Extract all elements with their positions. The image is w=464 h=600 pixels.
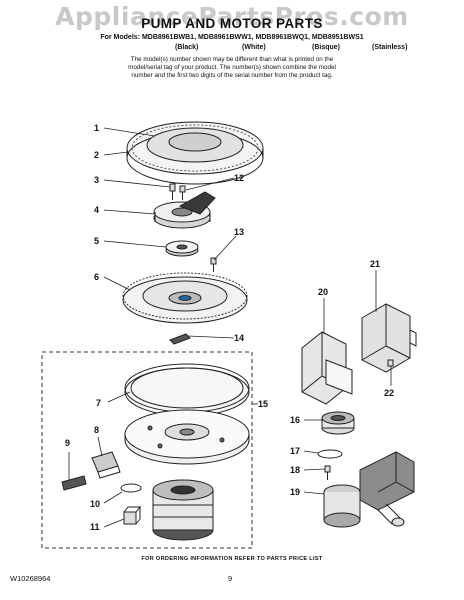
callout-1: 1 <box>94 123 99 133</box>
part-drain-pump-19 <box>323 451 415 528</box>
part-bracket-8 <box>91 451 121 479</box>
part-screw-18 <box>324 465 331 480</box>
callout-12: 12 <box>234 173 244 183</box>
color-white: (White) <box>242 44 266 51</box>
part-screw-22 <box>387 359 394 367</box>
callout-7: 7 <box>96 398 101 408</box>
part-sensor-9 <box>61 475 87 491</box>
part-sump-base <box>124 409 250 465</box>
page-number: 9 <box>228 574 233 583</box>
callout-13: 13 <box>234 227 244 237</box>
callout-4: 4 <box>94 205 99 215</box>
callout-14: 14 <box>234 333 244 343</box>
part-pin-14 <box>169 333 191 345</box>
part-impeller <box>165 240 199 257</box>
watermark: AppliancePartsPros.com <box>55 2 409 31</box>
ordering-note: FOR ORDERING INFORMATION REFER TO PARTS … <box>141 556 323 562</box>
part-relay-box-21 <box>361 303 417 373</box>
callout-5: 5 <box>94 236 99 246</box>
color-bisque: (Bisque) <box>312 44 340 51</box>
part-motor-cover <box>126 121 264 185</box>
part-filter-plate <box>122 272 248 324</box>
document-number: W10268964 <box>10 574 51 583</box>
callout-15: 15 <box>258 399 268 409</box>
note-line-3: number and the first two digits of the s… <box>131 72 333 79</box>
color-stainless: (Stainless) <box>372 44 408 51</box>
part-connector-11 <box>123 505 142 525</box>
callout-6: 6 <box>94 272 99 282</box>
color-black: (Black) <box>175 44 199 51</box>
callout-20: 20 <box>318 287 328 297</box>
models-line: For Models: MDB8961BWB1, MDB8961BWW1, MD… <box>100 34 364 41</box>
callout-16: 16 <box>290 415 300 425</box>
callout-22: 22 <box>384 388 394 398</box>
part-drain-cover-16 <box>321 411 355 435</box>
part-screw-12 <box>179 185 186 200</box>
note-line-1: The model(s) number shown may be differe… <box>130 56 334 63</box>
callout-19: 19 <box>290 487 300 497</box>
callout-9: 9 <box>65 438 70 448</box>
note-line-2: model/serial tag of your product. The nu… <box>128 64 336 71</box>
page-title: PUMP AND MOTOR PARTS <box>141 16 323 31</box>
part-pump-housing <box>153 191 216 229</box>
part-screw-3 <box>169 183 176 200</box>
callout-2: 2 <box>94 150 99 160</box>
part-oring-17 <box>317 449 343 459</box>
assembly-box <box>41 351 253 549</box>
callout-8: 8 <box>94 425 99 435</box>
part-screw-13 <box>210 257 217 272</box>
leader-lines <box>68 127 392 528</box>
callout-21: 21 <box>370 259 380 269</box>
part-bracket-20 <box>301 331 353 405</box>
callout-labels: 1 2 3 4 5 6 7 8 9 10 11 12 13 14 15 16 1… <box>65 123 394 532</box>
callout-18: 18 <box>290 465 300 475</box>
callout-3: 3 <box>94 175 99 185</box>
callout-11: 11 <box>90 522 100 532</box>
callout-10: 10 <box>90 499 100 509</box>
part-seal-10 <box>120 483 142 493</box>
part-sump-ring <box>124 363 250 417</box>
part-motor <box>152 479 214 541</box>
callout-17: 17 <box>290 446 300 456</box>
